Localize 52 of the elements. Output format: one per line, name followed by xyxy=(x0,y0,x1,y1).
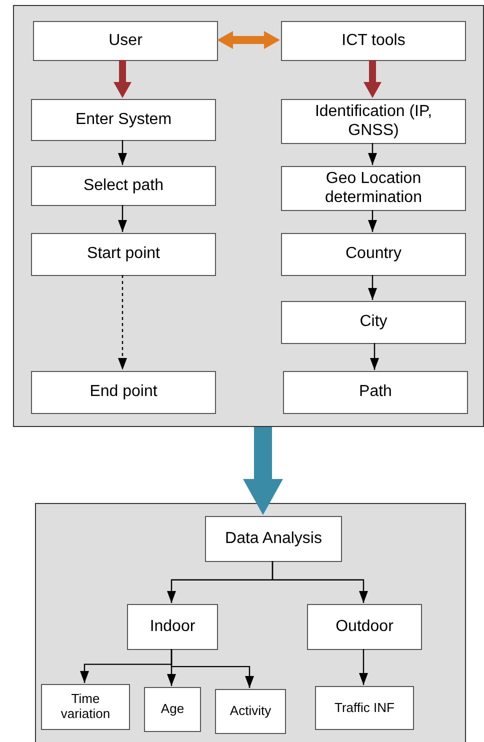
box-label: User xyxy=(108,32,142,50)
box-label: Outdoor xyxy=(336,618,394,636)
arrow xyxy=(368,275,377,300)
process-box xyxy=(307,604,422,650)
box-label: Enter System xyxy=(75,110,172,130)
process-box xyxy=(31,233,216,276)
process-box xyxy=(127,604,218,650)
panel-box xyxy=(35,503,466,742)
box-label: City xyxy=(360,313,388,332)
box-label: Time variation xyxy=(60,692,112,722)
arrow xyxy=(170,649,254,688)
arrow xyxy=(118,205,127,232)
box-label: Data Analysis xyxy=(225,530,322,548)
process-box xyxy=(281,21,466,61)
process-box xyxy=(315,686,414,730)
arrow xyxy=(368,143,377,165)
process-box xyxy=(205,516,342,562)
arrow xyxy=(364,60,382,98)
box-label: Identification (IP, GNSS) xyxy=(314,103,434,140)
arrow xyxy=(359,649,368,685)
process-box xyxy=(31,166,216,206)
arrow xyxy=(243,427,283,515)
box-label: Select path xyxy=(83,176,164,196)
process-box xyxy=(281,301,466,344)
box-label: Indoor xyxy=(150,618,196,636)
arrow xyxy=(368,210,377,232)
box-label: Geo Location determination xyxy=(324,170,423,207)
arrow xyxy=(370,343,379,370)
process-box xyxy=(144,687,201,732)
process-box xyxy=(283,371,468,414)
process-box xyxy=(41,684,130,730)
panel-box xyxy=(13,5,484,427)
arrow xyxy=(118,140,127,165)
arrow xyxy=(217,31,280,49)
arrow xyxy=(114,60,132,98)
box-label: Traffic INF xyxy=(334,700,394,716)
box-label: Path xyxy=(359,383,392,402)
process-box xyxy=(31,99,216,141)
box-label: Age xyxy=(160,702,184,717)
process-box xyxy=(33,21,218,61)
box-label: Activity xyxy=(230,704,272,719)
arrow xyxy=(118,275,127,370)
process-box xyxy=(215,689,286,734)
process-box xyxy=(281,166,466,211)
box-label: End point xyxy=(90,383,158,402)
box-label: Country xyxy=(345,245,402,264)
box-label: ICT tools xyxy=(342,32,406,50)
arrow xyxy=(272,561,368,603)
process-box xyxy=(31,371,216,414)
process-box xyxy=(281,99,466,144)
box-label: Start point xyxy=(87,245,160,264)
process-box xyxy=(281,233,466,276)
